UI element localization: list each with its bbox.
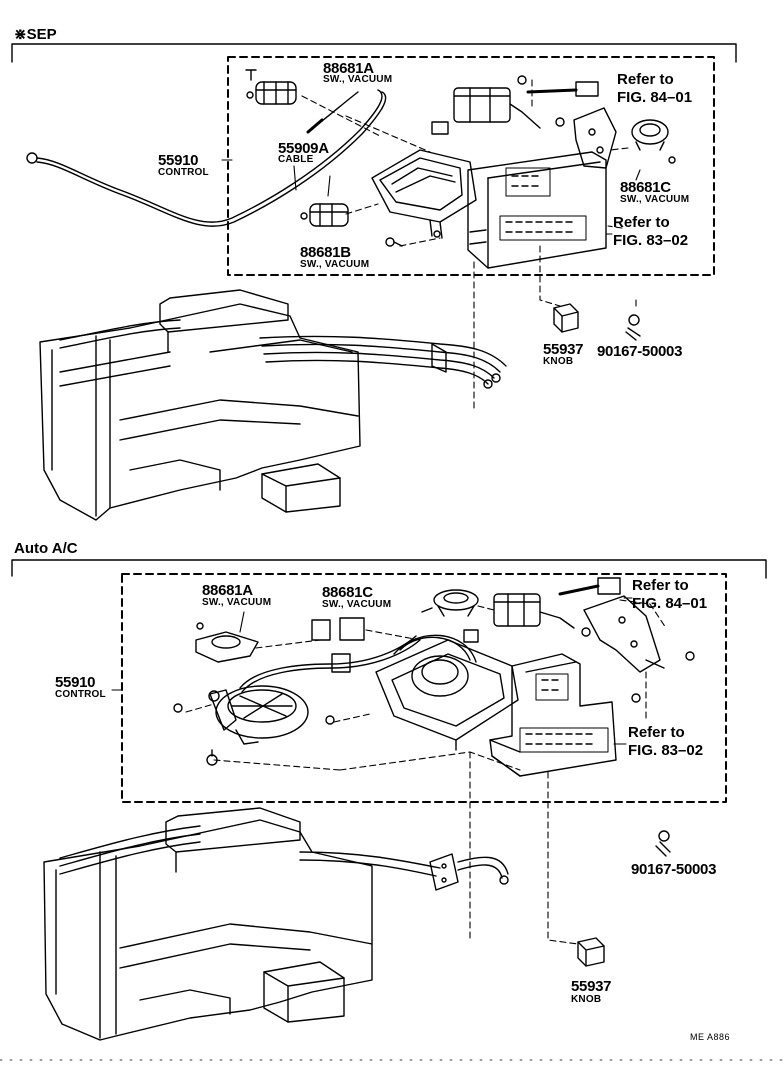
part-desc-88681a-top: SW., VACUUM [323,74,393,85]
knob-55937-top [553,303,579,333]
screws-top [385,237,641,341]
ref-fig83-line1-top: Refer to [613,214,670,231]
actuator-top [431,75,599,135]
ref-fig83-line2-bottom: FIG. 83–02 [628,742,704,759]
part-number-55910-bottom: 55910 [55,674,96,691]
part-number-88681c-bottom: 88681C [322,584,373,601]
vacuum-switch-88681a-top [245,69,297,105]
vacuum-switch-88681b [300,203,349,227]
screw-90167-bottom [655,830,671,857]
ref-fig84-line1-bottom: Refer to [632,577,689,594]
part-number-55909a: 55909A [278,140,329,157]
part-number-88681a-top: 88681A [323,60,374,77]
part-desc-55910-bottom: CONTROL [55,689,106,700]
part-number-55937-bottom: 55937 [571,978,612,995]
diagram-code: ME A886 [690,1032,731,1042]
part-desc-55910-top: CONTROL [158,167,209,178]
part-number-88681a-bottom: 88681A [202,582,253,599]
part-desc-88681b: SW., VACUUM [300,259,370,270]
part-desc-88681c-top: SW., VACUUM [620,194,690,205]
part-number-88681c-top: 88681C [620,179,671,196]
heater-unit-bottom [43,807,509,1041]
auto-ac-dashed-group-box [121,573,727,803]
knob-55937-bottom [577,937,605,967]
actuator-bottom [493,584,695,703]
ref-fig84-line2-bottom: FIG. 84–01 [632,595,708,612]
cable-55909a [317,91,359,125]
part-desc-55909a: CABLE [278,154,314,165]
ref-fig83-line1-bottom: Refer to [628,724,685,741]
part-number-88681b: 88681B [300,244,351,261]
part-number-90167-bottom: 90167-50003 [631,861,717,878]
servo-motor-bottom [173,635,421,766]
sep-dashed-group-box [227,56,715,276]
part-desc-55937-bottom: KNOB [571,994,602,1005]
ref-fig84-line2-top: FIG. 84–01 [617,89,693,106]
ref-fig84-line1-top: Refer to [617,71,674,88]
vacuum-switch-88681c-top [555,107,676,169]
leader-lines-top [301,79,629,411]
control-cable-top [26,89,387,227]
leader-lines-bottom [185,599,667,945]
ref-fig83-line2-top: FIG. 83–02 [613,232,689,249]
part-desc-88681c-bottom: SW., VACUUM [322,599,392,610]
control-assembly-top [371,149,607,269]
part-desc-88681a-bottom: SW., VACUUM [202,597,272,608]
part-number-55910-top: 55910 [158,152,199,169]
part-number-55937-top: 55937 [543,341,584,358]
sep-section-bracket [11,43,737,63]
heater-unit-top [39,289,507,521]
section-title-auto-ac: Auto A/C [14,540,78,557]
vacuum-switch-88681c-bottom [421,589,479,617]
connectors-bottom [311,577,621,673]
section-title-sep: ⋇SEP [14,26,57,43]
part-desc-55937-top: KNOB [543,356,574,367]
auto-ac-section-bracket [11,559,767,579]
part-number-90167-top: 90167-50003 [597,343,683,360]
vacuum-switch-88681a-bottom [195,622,259,663]
control-assembly-bottom [375,634,617,777]
